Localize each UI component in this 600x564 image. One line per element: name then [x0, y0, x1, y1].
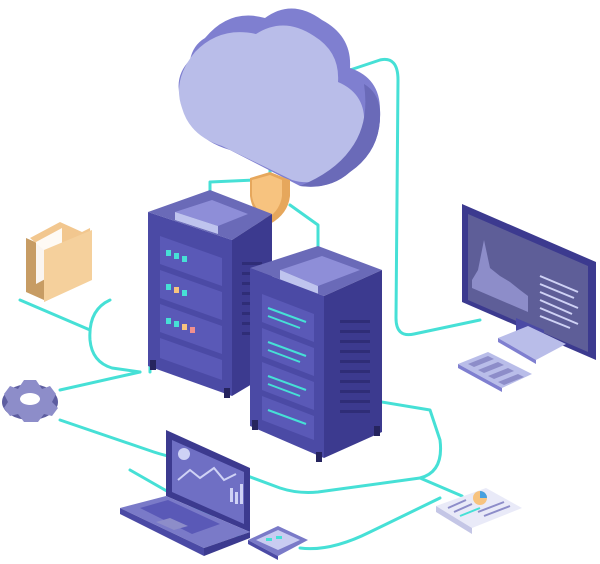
tablet-icon [248, 526, 308, 560]
gear-icon [2, 380, 58, 422]
cloud-icon [178, 8, 381, 187]
monitor-icon [462, 204, 596, 364]
keyboard-icon [458, 352, 532, 392]
folder-icon [26, 222, 92, 302]
report-document-icon [436, 488, 522, 534]
server-rack-icon [250, 246, 382, 462]
laptop-icon [120, 430, 250, 556]
